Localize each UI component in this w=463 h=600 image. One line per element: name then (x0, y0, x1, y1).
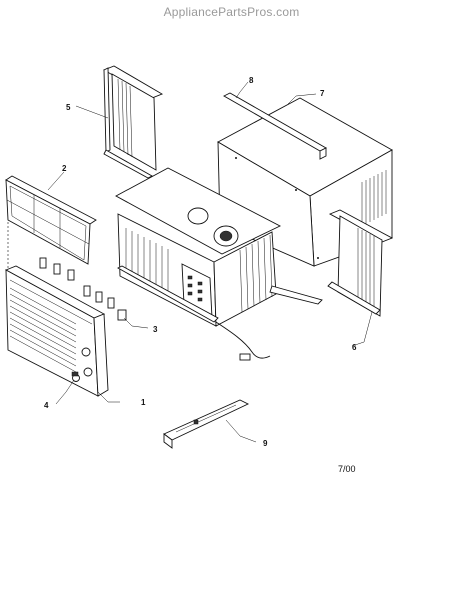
mounting-clips[interactable] (39, 257, 127, 321)
control-knob[interactable] (71, 371, 80, 382)
callout-5: 5 (66, 103, 71, 112)
lower-knob-icon (83, 367, 93, 377)
callout-3: 3 (153, 325, 158, 334)
callout-9: 9 (263, 439, 268, 448)
callout-1: 1 (141, 398, 146, 407)
front-grille[interactable] (4, 265, 109, 397)
upper-knob-icon (81, 347, 91, 357)
right-side-curtain[interactable] (327, 209, 394, 317)
site-watermark: AppliancePartsPros.com (163, 5, 300, 19)
top-rail[interactable] (223, 92, 327, 160)
callout-6: 6 (352, 343, 357, 352)
leader-lines (47, 81, 373, 443)
window-sill-bracket[interactable] (163, 399, 250, 449)
cabinet[interactable] (217, 97, 393, 267)
callout-7: 7 (320, 89, 325, 98)
callout-2: 2 (62, 164, 67, 173)
callout-8: 8 (249, 76, 254, 85)
callout-4: 4 (44, 401, 49, 410)
control-panel-buttons (187, 275, 203, 302)
chassis[interactable] (115, 167, 323, 361)
left-side-curtain[interactable] (102, 65, 164, 179)
filter[interactable] (5, 175, 97, 265)
revision-date: 7/00 (338, 464, 356, 474)
